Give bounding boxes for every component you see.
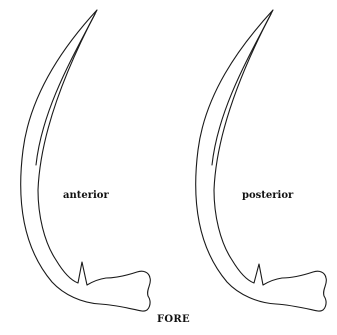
posterior-claw — [196, 10, 327, 311]
posterior-label: posterior — [242, 190, 293, 202]
anterior-claw — [21, 10, 151, 311]
figure-caption: FORE — [157, 314, 190, 326]
anterior-claw-outline — [21, 10, 151, 311]
posterior-claw-outline — [196, 10, 327, 311]
anterior-label: anterior — [63, 190, 109, 202]
